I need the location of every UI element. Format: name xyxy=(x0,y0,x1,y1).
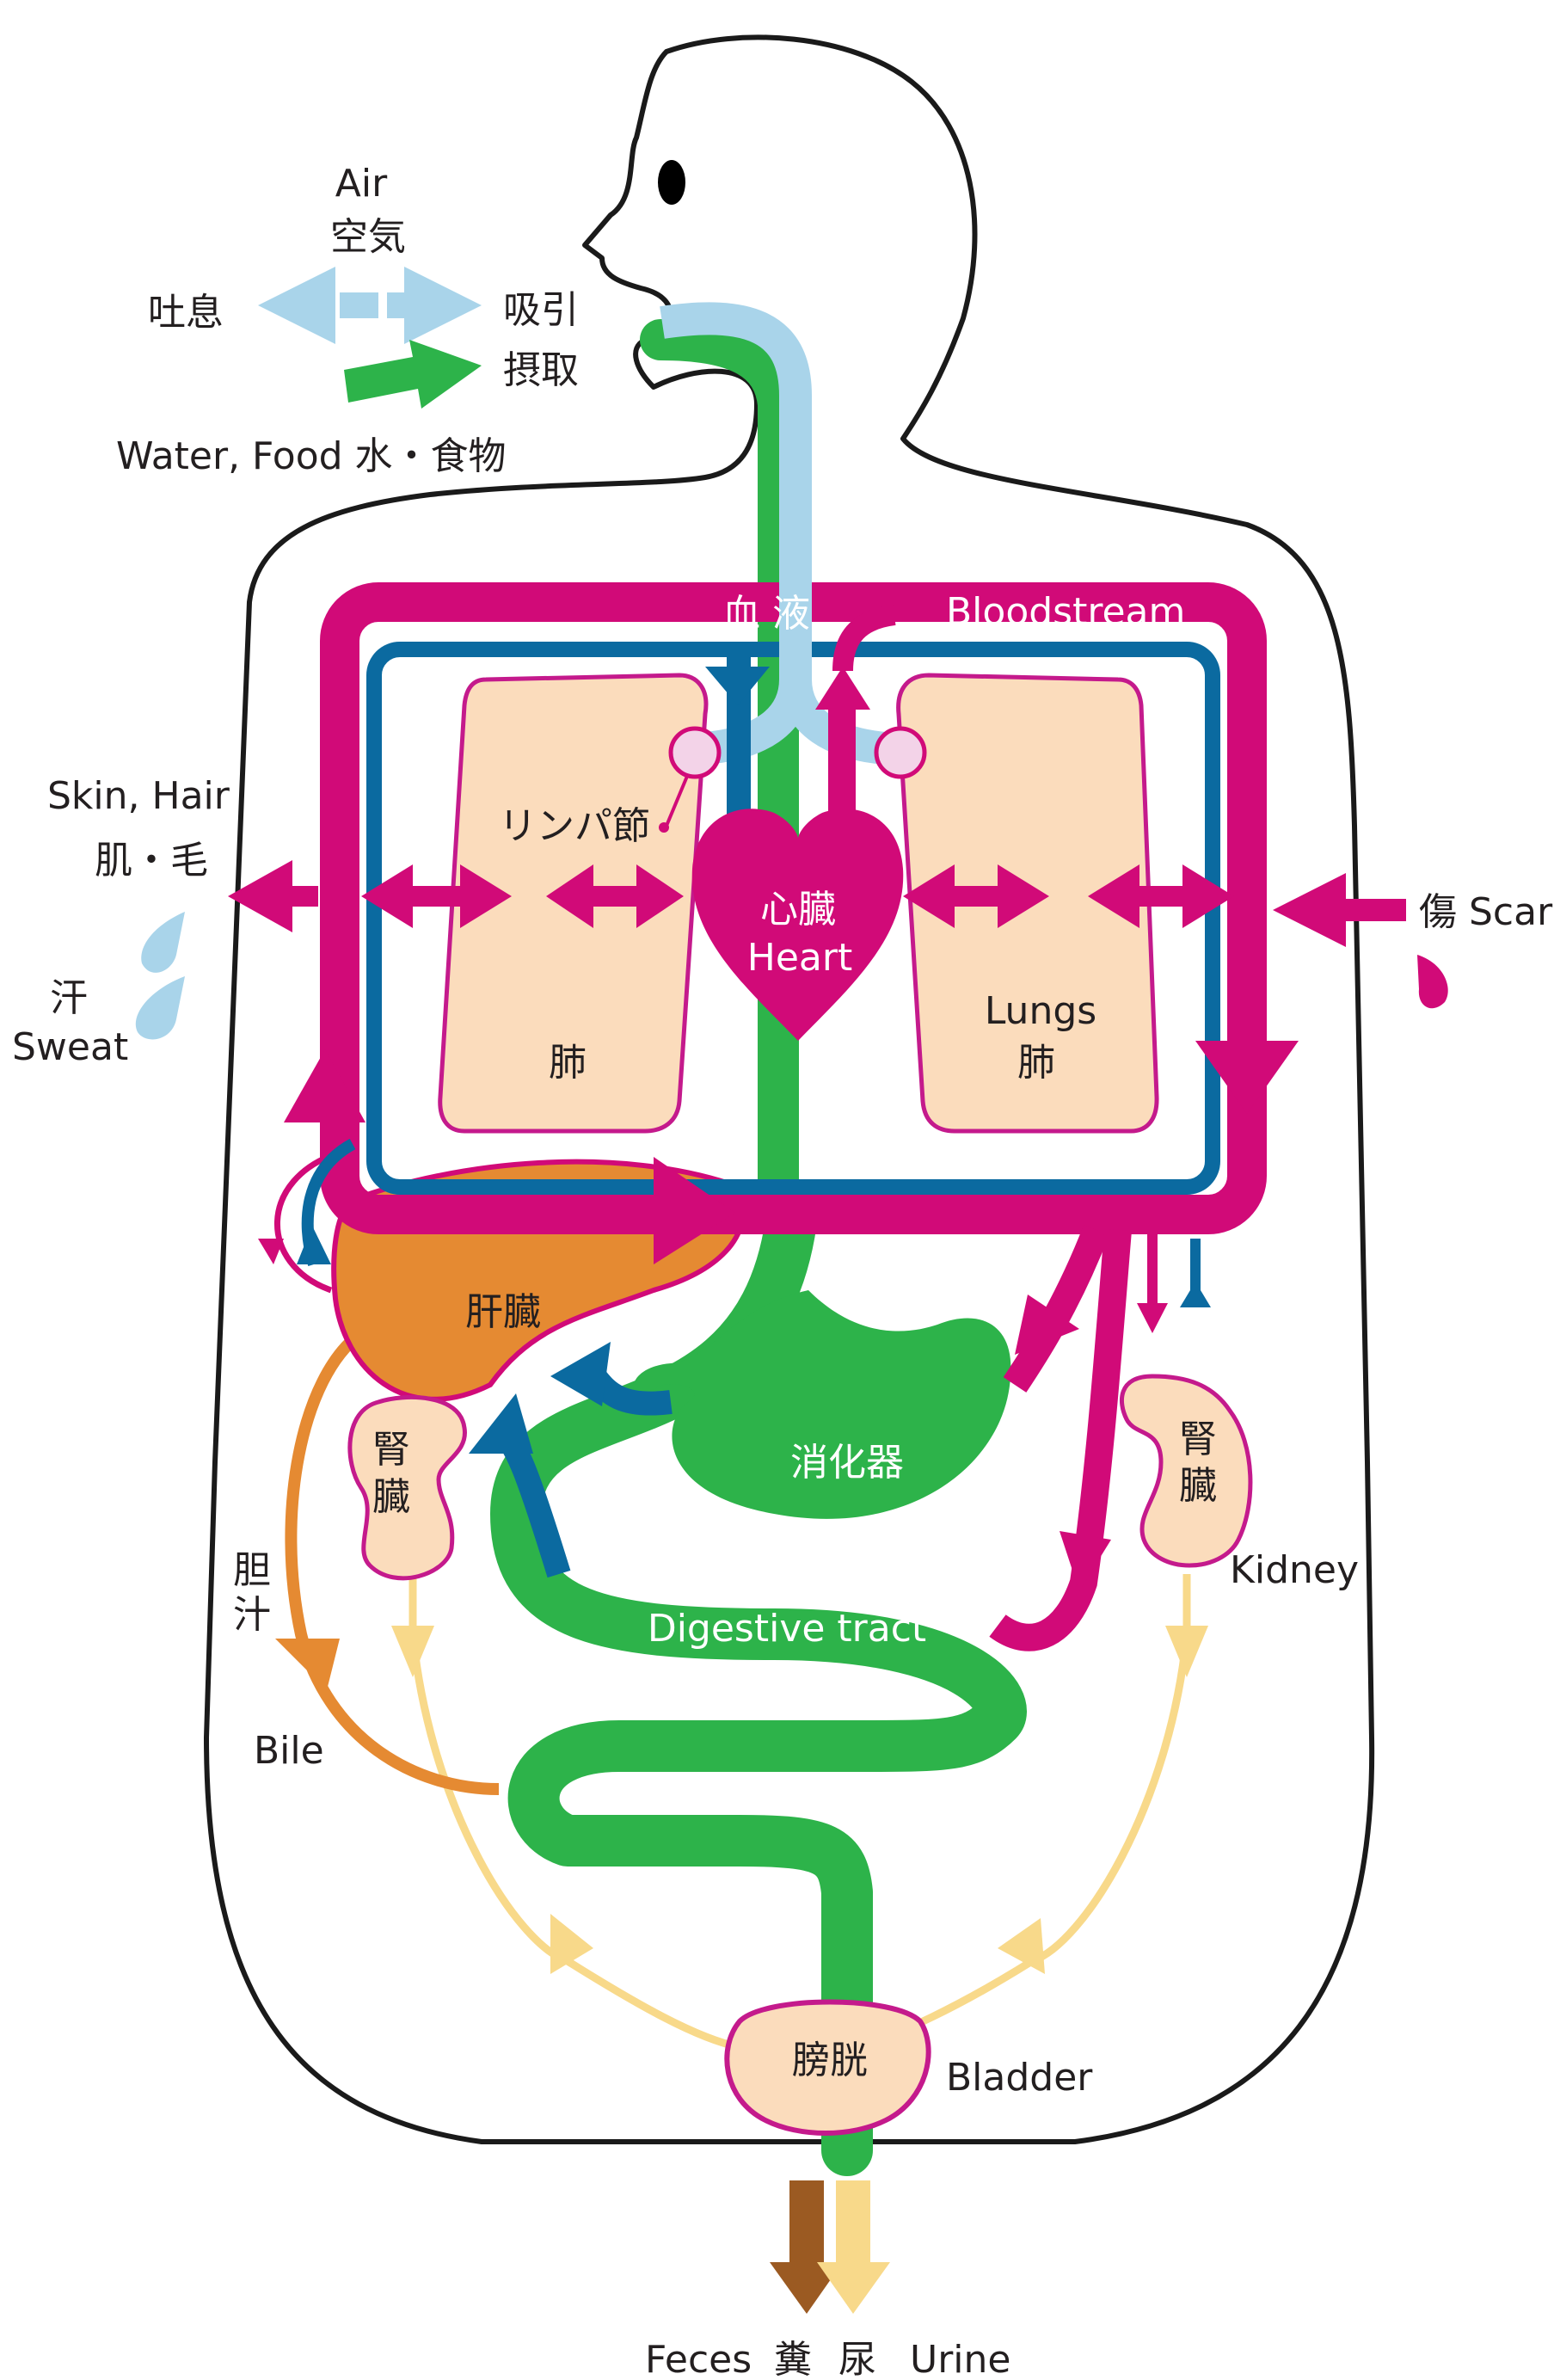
sweat-label: Sweat xyxy=(12,1025,128,1069)
bile-arrowhead xyxy=(275,1639,340,1690)
kidney-left-label-2: 臓 xyxy=(372,1475,410,1519)
skin-hair-label: Skin, Hair xyxy=(47,774,230,818)
lymph-node-right xyxy=(876,729,924,777)
kidney-right-label-2: 臓 xyxy=(1179,1464,1217,1508)
heart-jp-label: 心臓 xyxy=(760,888,836,932)
lymph-node-left xyxy=(671,729,719,777)
kidney-left-label-1: 腎 xyxy=(372,1428,410,1472)
bile-label: Bile xyxy=(254,1729,324,1773)
skin-hair-jp-label: 肌・毛 xyxy=(95,839,208,883)
intake-label: 摂取 xyxy=(503,348,579,392)
water-food-label: Water, Food 水・食物 xyxy=(116,434,507,478)
eye-icon xyxy=(658,160,685,205)
liver-label: 肝臓 xyxy=(465,1290,541,1334)
kidney-label: Kidney xyxy=(1230,1548,1359,1592)
exhale-label: 吐息 xyxy=(148,291,224,335)
feces-label: Feces xyxy=(645,2338,752,2380)
bladder-jp-label: 膀胱 xyxy=(792,2039,868,2082)
blood-drop-icon xyxy=(1417,955,1448,1008)
lung-right-label: 肺 xyxy=(1017,1041,1055,1085)
blood-jp-label: 血 液 xyxy=(722,592,810,636)
bile-jp-label-1: 胆 xyxy=(233,1548,271,1592)
digestive-label: Digestive tract xyxy=(648,1607,926,1651)
intake-arrow xyxy=(344,340,482,409)
kidney-right-label-1: 腎 xyxy=(1179,1418,1217,1461)
sweat-jp-label: 汗 xyxy=(50,976,88,1020)
lungs-label: Lungs xyxy=(985,989,1096,1033)
air-jp-label: 空気 xyxy=(330,215,406,259)
air-label: Air xyxy=(335,162,388,206)
lymph-label: リンパ節 xyxy=(499,804,650,848)
urine-jp-label: 尿 xyxy=(838,2338,876,2380)
sweat-drop-icons xyxy=(136,912,185,1039)
heart-label: Heart xyxy=(747,936,852,980)
bile-jp-label-2: 汁 xyxy=(233,1593,271,1637)
breath-arrow xyxy=(258,267,482,344)
inhale-label: 吸引 xyxy=(503,288,579,332)
excretion-arrows xyxy=(770,2180,890,2314)
bloodstream-label: Bloodstream xyxy=(946,590,1185,634)
urine-label: Urine xyxy=(910,2338,1010,2380)
feces-jp-label: 糞 xyxy=(774,2338,812,2380)
scar-label: 傷 Scar xyxy=(1419,890,1553,934)
bladder-label: Bladder xyxy=(946,2056,1093,2100)
digestive-jp-label: 消化器 xyxy=(790,1441,904,1485)
lung-left-label: 肺 xyxy=(549,1041,587,1085)
